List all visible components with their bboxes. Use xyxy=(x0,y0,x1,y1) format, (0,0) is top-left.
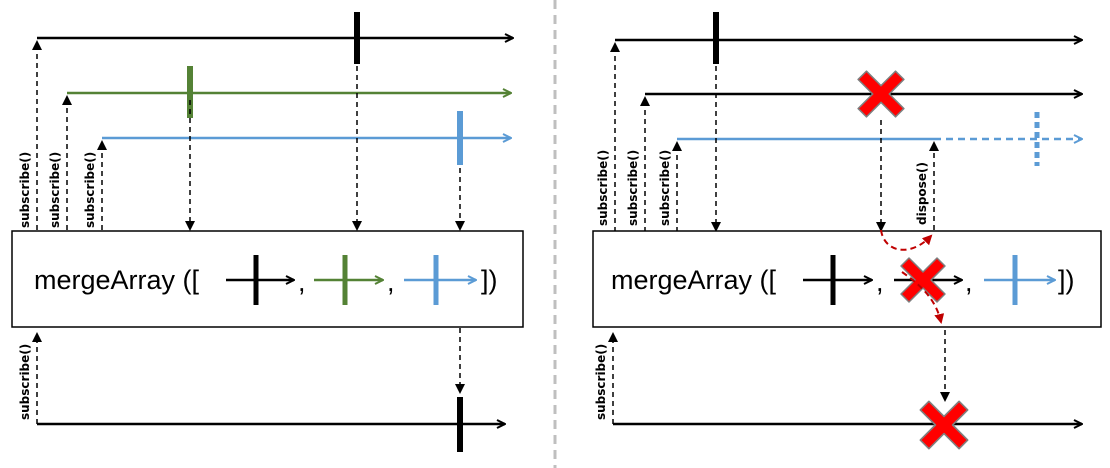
error-curve-arrow xyxy=(901,271,945,324)
closing-bracket: ]) xyxy=(481,265,498,295)
closing-bracket: ]) xyxy=(1058,265,1075,295)
subscribe-label: subscribe() xyxy=(658,150,672,226)
dispose-curve-arrow xyxy=(880,229,933,251)
left-panel: subscribe() subscribe() subscribe() subs… xyxy=(11,12,524,452)
subscribe-label: subscribe() xyxy=(596,150,610,226)
subscribe-label: subscribe() xyxy=(626,150,640,226)
separator: , xyxy=(387,267,395,297)
subscribe-label: subscribe() xyxy=(18,152,32,228)
subscribe-label: subscribe() xyxy=(594,344,608,420)
operator-label: mergeArray ([ xyxy=(611,265,777,295)
subscribe-label: subscribe() xyxy=(48,152,62,228)
separator: , xyxy=(298,267,306,297)
subscribe-label: subscribe() xyxy=(83,152,97,228)
dispose-label: dispose() xyxy=(915,162,929,225)
subscribe-label: subscribe() xyxy=(18,344,32,420)
right-panel: subscribe() subscribe() subscribe() subs… xyxy=(592,12,1102,450)
operator-label: mergeArray ([ xyxy=(34,265,200,295)
separator: , xyxy=(876,267,884,297)
separator: , xyxy=(965,267,973,297)
